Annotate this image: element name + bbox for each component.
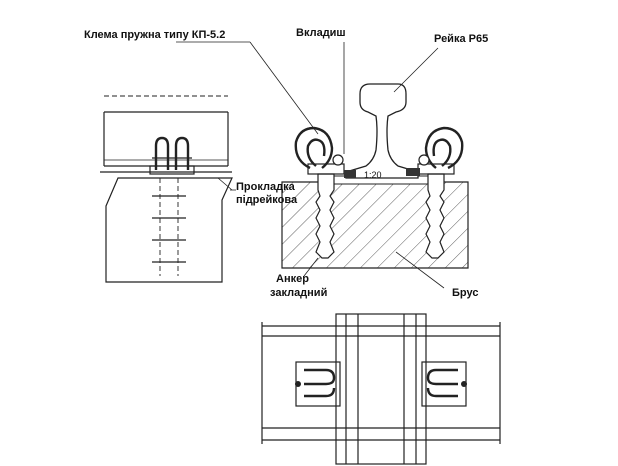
plan-view-sleeper: [261, 322, 501, 444]
side-view: [100, 95, 233, 283]
insert-right: [406, 168, 420, 176]
plan-clip-right: [421, 361, 467, 407]
label-pad-line2: підрейкова: [236, 194, 298, 206]
insert-left: [344, 170, 356, 178]
plan-view-rail: [335, 313, 427, 465]
side-view-sleeper: [105, 177, 233, 283]
label-pad-line1: Прокладка: [236, 181, 296, 193]
plan-clip-left: [295, 361, 341, 407]
anchor-left: [315, 173, 335, 259]
label-sleeper: Брус: [452, 287, 478, 299]
side-view-rail: [100, 95, 232, 173]
leader-lines: [176, 41, 445, 289]
label-slope: 1:20: [364, 170, 382, 180]
clip-left: [294, 126, 345, 175]
anchor-right: [425, 173, 445, 259]
side-view-clip: [149, 136, 195, 175]
rail-section: [345, 83, 419, 179]
label-anchor-line2: закладний: [270, 287, 327, 299]
label-anchor-line1: Анкер: [276, 273, 309, 285]
label-rail: Рейка Р65: [434, 33, 488, 45]
cross-section: [281, 83, 469, 269]
label-clip: Клема пружна типу КП-5.2: [84, 29, 225, 41]
pad-leader: [217, 177, 233, 191]
plan-view: [261, 313, 501, 465]
clip-right: [417, 126, 464, 175]
label-insert: Вкладиш: [296, 27, 346, 39]
